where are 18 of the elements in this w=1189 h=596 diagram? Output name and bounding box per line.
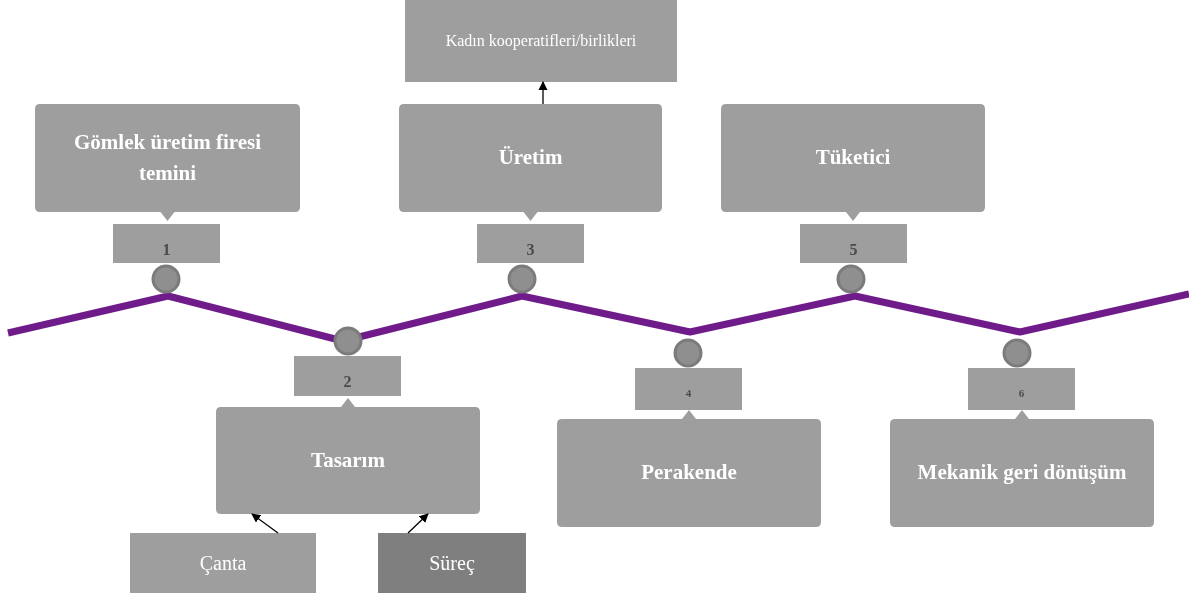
- arrow: [251, 513, 279, 534]
- callout-box: Gömlek üretim firesi temini: [35, 104, 300, 221]
- step-number-tab: 5: [800, 224, 907, 263]
- callout-box: Perakende: [557, 410, 821, 527]
- label-box: Süreç: [378, 533, 526, 593]
- arrow: [538, 81, 548, 105]
- callout-box: Tasarım: [216, 398, 480, 514]
- step-number-tab: 1: [113, 224, 220, 263]
- step-number-tab: 4: [635, 368, 742, 410]
- info-box: Kadın kooperatifleri/birlikleri: [405, 0, 677, 82]
- step-number-tab: 2: [294, 356, 401, 396]
- label-box: Çanta: [130, 533, 316, 593]
- callout-box: Tüketici: [721, 104, 985, 221]
- callout-box: Mekanik geri dönüşüm: [890, 410, 1154, 527]
- arrow: [407, 513, 429, 534]
- callout-box: Üretim: [399, 104, 662, 221]
- step-number-tab: 6: [968, 368, 1075, 410]
- step-number-tab: 3: [477, 224, 584, 263]
